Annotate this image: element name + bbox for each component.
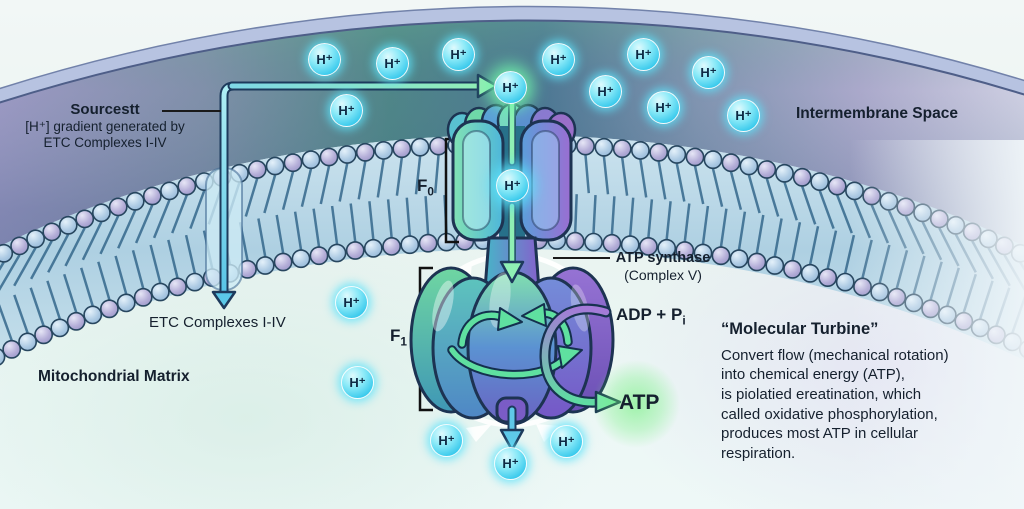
complex-v-subtitle: (Complex V): [624, 267, 702, 284]
proton-source-arrow: [205, 73, 499, 310]
hplus-ion: H⁺: [647, 91, 680, 124]
source-title: Sourcestt: [70, 101, 140, 118]
turbine-line: into chemical energy (ATP),: [721, 366, 905, 384]
membrane-fade: [845, 140, 1024, 509]
turbine-line: called oxidative phosphorylation,: [721, 405, 938, 423]
molecular-turbine-callout: “Molecular Turbine” Convert flow (mechan…: [721, 320, 1021, 463]
source-line2: ETC Complexes I-IV: [43, 135, 167, 151]
hplus-ion: H⁺: [376, 47, 409, 80]
turbine-line: produces most ATP in cellular: [721, 425, 919, 443]
hplus-ion: H⁺: [442, 38, 475, 71]
hplus-ion: H⁺: [727, 99, 760, 132]
hplus-ion: H⁺: [330, 94, 363, 127]
source-line1: [H⁺] gradient generated by: [25, 119, 185, 134]
turbine-title: “Molecular Turbine”: [721, 320, 879, 338]
source-callout: Sourcestt [H⁺] gradient generated by ETC…: [2, 101, 208, 151]
hplus-ion: H⁺: [308, 43, 341, 76]
hplus-ion: H⁺: [542, 43, 575, 76]
atp-synthase-label: ATP synthase (Complex V): [612, 250, 714, 284]
turbine-line: is piolatied ereatination, which: [721, 385, 922, 403]
etc-complexes-label: ETC Complexes I-IV: [149, 314, 286, 331]
f1-label: F1: [390, 326, 408, 349]
atp-synthase-title: ATP synthase: [615, 250, 711, 266]
outer-membrane-arc: [0, 5, 1024, 104]
hplus-ion: H⁺: [430, 424, 463, 457]
hplus-ion: H⁺: [494, 447, 527, 480]
turbine-line: Convert flow (mechanical rotation): [721, 346, 949, 364]
hplus-ion: H⁺: [589, 75, 622, 108]
atp-glow: [592, 360, 680, 448]
intermembrane-space-label: Intermembrane Space: [796, 105, 958, 122]
f0-label: F0: [417, 176, 435, 199]
rotation-arrows: [447, 303, 583, 380]
mitochondrial-matrix-label: Mitochondrial Matrix: [38, 368, 190, 385]
adp-pi-label: ADP + Pi: [616, 305, 686, 328]
hplus-ion: H⁺: [341, 366, 374, 399]
hplus-ion: H⁺: [692, 56, 725, 89]
hplus-ion-channel: H⁺: [496, 169, 529, 202]
hplus-ion: H⁺: [335, 286, 368, 319]
hplus-ion-entering: H⁺: [494, 71, 527, 104]
atp-label: ATP: [619, 391, 660, 414]
hplus-ion: H⁺: [627, 38, 660, 71]
turbine-line: respiration.: [721, 444, 796, 462]
hplus-ion: H⁺: [550, 425, 583, 458]
proton-flow-arrows: [499, 96, 525, 452]
